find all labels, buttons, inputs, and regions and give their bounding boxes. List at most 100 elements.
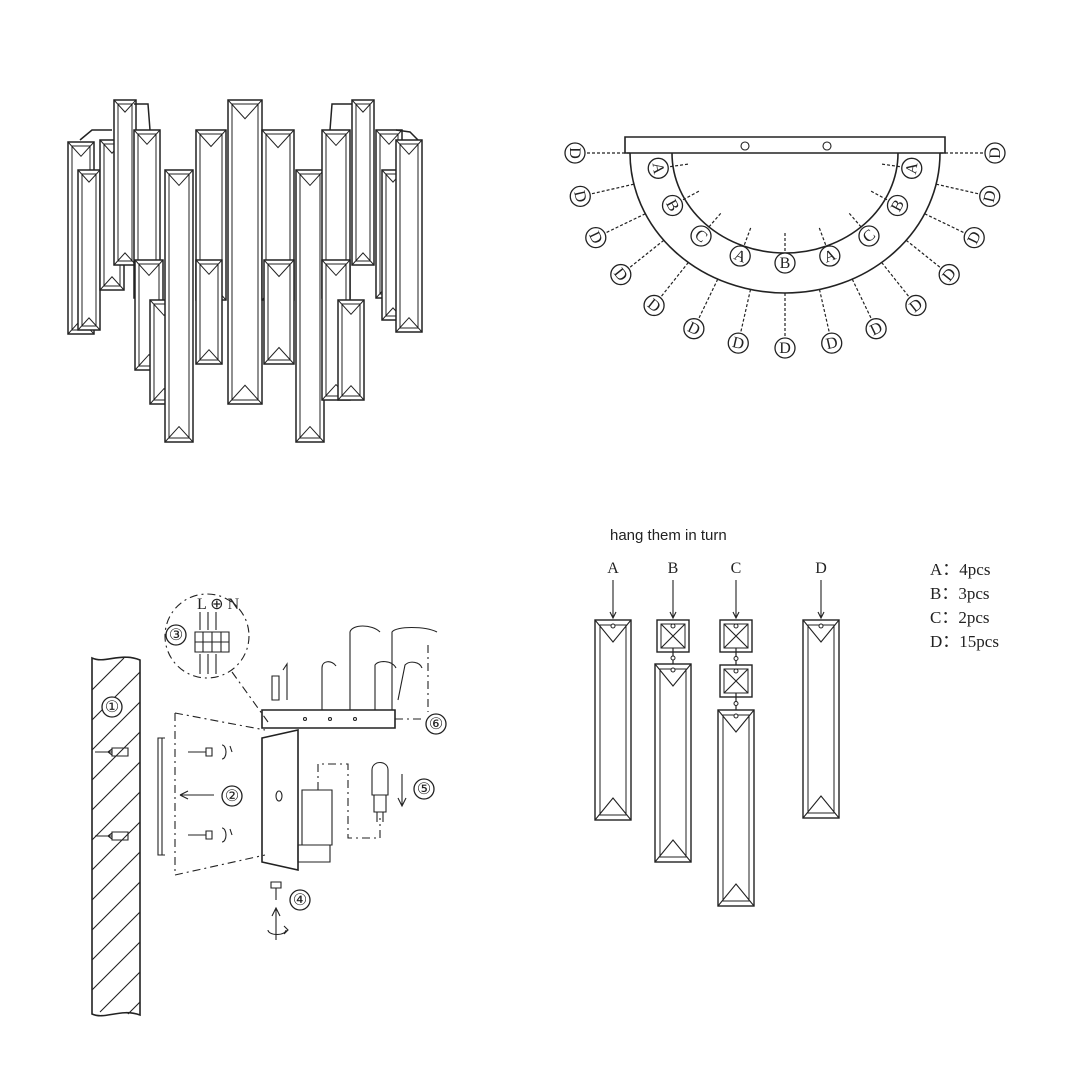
step-3-marker bbox=[165, 624, 187, 646]
step-4-label: ④ bbox=[293, 892, 307, 909]
svg-text:D: D bbox=[566, 147, 583, 159]
svg-text:D: D bbox=[731, 334, 746, 353]
crystal-type-label: C bbox=[731, 560, 742, 577]
step-1-marker bbox=[101, 696, 123, 718]
mounting-bracket bbox=[157, 737, 165, 856]
crystal-prism bbox=[395, 139, 423, 333]
legend-b: B：3pcs bbox=[930, 584, 990, 603]
crystal-prism bbox=[113, 99, 137, 266]
svg-text:D: D bbox=[824, 334, 839, 353]
svg-text:D: D bbox=[987, 147, 1004, 159]
bulb-arrow bbox=[397, 774, 407, 808]
wiring-detail bbox=[164, 593, 250, 679]
svg-text:D: D bbox=[779, 340, 791, 357]
step-5-label: ⑤ bbox=[417, 781, 431, 798]
svg-text:A: A bbox=[649, 161, 668, 175]
driver-box bbox=[301, 789, 333, 846]
hang-caption: hang them in turn bbox=[610, 527, 727, 544]
wall-hatching bbox=[91, 657, 141, 1015]
inner-crystal-label: C bbox=[690, 212, 722, 247]
crystal-type-label: A bbox=[607, 560, 619, 577]
crystal-prism bbox=[164, 169, 194, 443]
crystal-prism bbox=[295, 169, 325, 443]
wire-marks: L ⊕ N bbox=[197, 596, 240, 613]
screw-bottom bbox=[188, 830, 213, 840]
crystal-prism bbox=[337, 299, 365, 401]
crystal-column-b: B bbox=[654, 560, 692, 863]
step-5-marker bbox=[413, 778, 435, 800]
outer-ring bbox=[629, 152, 941, 294]
sconce-back-plate bbox=[261, 729, 299, 871]
bottom-screw bbox=[270, 881, 282, 900]
svg-text:A: A bbox=[903, 161, 922, 175]
svg-text:D: D bbox=[981, 189, 1000, 204]
inner-crystal-label: B bbox=[774, 233, 796, 274]
legend-c: C：2pcs bbox=[930, 608, 990, 627]
socket bbox=[297, 844, 331, 863]
crystal-column-d: D bbox=[802, 560, 840, 819]
inner-crystal-label: B bbox=[870, 190, 909, 217]
crystal-column-c: C bbox=[717, 560, 755, 907]
crystal-prism bbox=[195, 259, 223, 365]
step-2-marker bbox=[221, 785, 243, 807]
top-screw bbox=[271, 662, 288, 701]
projection-lines bbox=[174, 712, 266, 876]
outer-crystal-label: D bbox=[851, 278, 887, 340]
inner-crystal-label: A bbox=[729, 227, 752, 267]
step-6-label: ⑥ bbox=[429, 716, 443, 733]
detail-leader bbox=[231, 671, 269, 723]
outer-crystal-label: D bbox=[585, 213, 646, 249]
outer-crystal-label: D bbox=[935, 183, 1001, 208]
rotate-arrow-bottom bbox=[221, 827, 233, 843]
outer-crystal-label: D bbox=[643, 262, 689, 317]
mount-hole bbox=[740, 141, 750, 151]
step-2-label: ② bbox=[225, 788, 239, 805]
frame-wire bbox=[79, 103, 419, 141]
wall-anchor-bottom bbox=[95, 831, 129, 841]
crystal-hanging-guide: hang them in turn A B C D A：4pcs B：3pcs C：2… bbox=[594, 527, 999, 907]
legend-d: D：15pcs bbox=[930, 632, 999, 651]
crystal-column-a: A bbox=[594, 560, 632, 821]
crystal-prism bbox=[351, 99, 375, 266]
outer-crystal-label: D bbox=[881, 262, 927, 317]
outer-crystal-label: D bbox=[564, 142, 630, 164]
crystal-prism bbox=[263, 259, 295, 365]
wall-anchor-top bbox=[95, 747, 129, 757]
crystal-prism bbox=[77, 169, 101, 331]
svg-text:D: D bbox=[570, 189, 589, 204]
step-6-marker bbox=[425, 713, 447, 735]
step-3-label: ③ bbox=[169, 627, 183, 644]
inner-crystal-label: A bbox=[881, 157, 923, 179]
step-6-leader bbox=[395, 645, 429, 720]
wires-in bbox=[199, 612, 217, 630]
installation-diagram: ① ② L ⊕ N ③ bbox=[91, 593, 447, 1017]
g9-bulb bbox=[371, 761, 389, 822]
step-4-marker bbox=[289, 889, 311, 911]
back-plate-hole bbox=[275, 790, 283, 802]
terminal-block bbox=[194, 631, 230, 653]
rotate-arrow-top bbox=[221, 744, 233, 760]
outer-crystal-label: D bbox=[610, 239, 665, 286]
outer-crystal-label: D bbox=[683, 278, 719, 340]
outer-crystal-label: D bbox=[774, 293, 796, 359]
mount-hole bbox=[822, 141, 832, 151]
crystal-prism bbox=[227, 99, 263, 405]
crystal-columns: A B C D bbox=[594, 560, 840, 907]
inner-crystal-label: A bbox=[647, 157, 689, 179]
mounting-plate bbox=[624, 136, 946, 154]
legend-a: A：4pcs bbox=[930, 560, 990, 579]
direction-arrow bbox=[179, 790, 214, 800]
inner-crystal-label: B bbox=[661, 190, 700, 217]
arm-hooks bbox=[321, 625, 438, 710]
inner-crystal-label: C bbox=[848, 212, 880, 247]
outer-crystal-label: D bbox=[905, 239, 960, 286]
sconce-front-view bbox=[67, 99, 423, 443]
crystal-type-label: B bbox=[668, 560, 679, 577]
screw-top bbox=[188, 747, 213, 757]
outer-crystal-label: D bbox=[818, 289, 843, 354]
crystal-legend: A：4pcs B：3pcs C：2pcs D：15pcs bbox=[930, 560, 999, 651]
